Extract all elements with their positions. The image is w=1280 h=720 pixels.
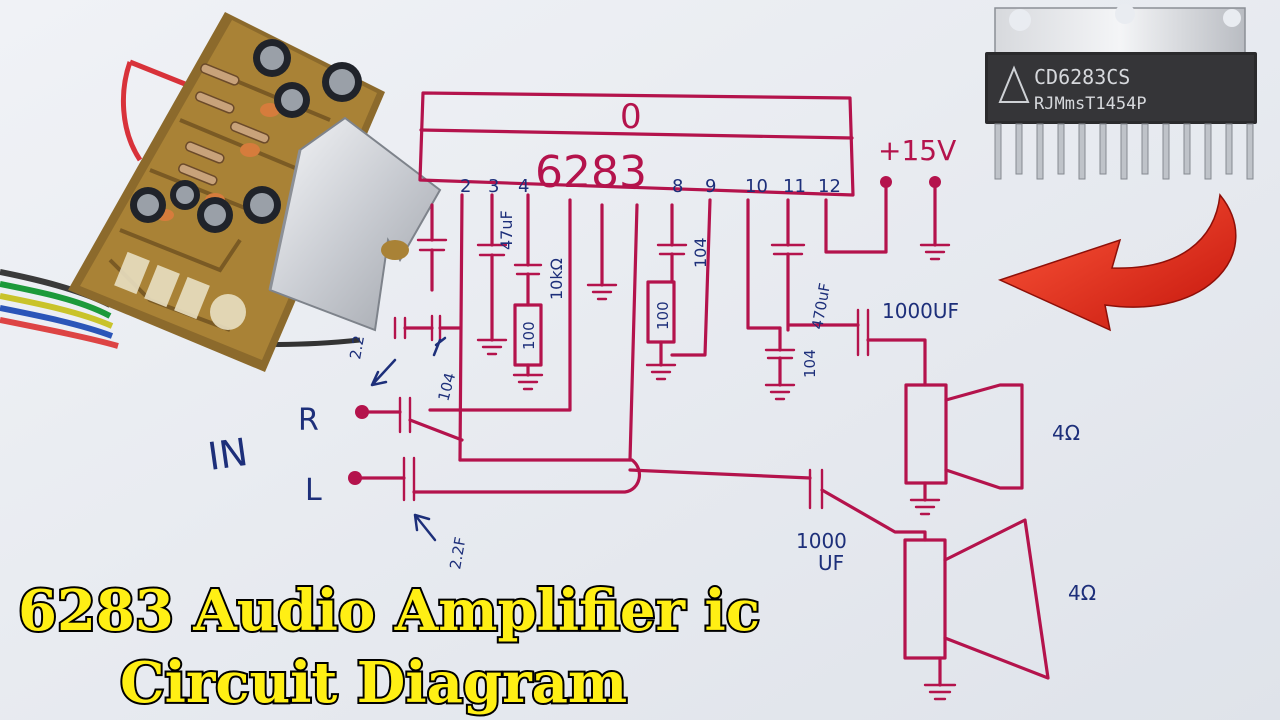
ic-notch: 0	[620, 97, 642, 137]
pin-label-10: 10	[745, 176, 768, 197]
pin-label-8: 8	[672, 176, 683, 197]
label-2u2-l: 2.2F	[446, 536, 469, 571]
chip-marking-line2: RJMmsT1454P	[1034, 94, 1147, 114]
input-label-in: IN	[205, 430, 250, 479]
pin-label-11: 11	[783, 176, 806, 197]
label-speaker-bottom: 4Ω	[1068, 581, 1096, 605]
red-curved-arrow	[997, 193, 1237, 332]
thumbnail-title: 6283 Audio Amplifier ic Circuit Diagram	[16, 576, 762, 718]
pin-label-3: 3	[488, 176, 499, 197]
title-line2: Circuit Diagram	[120, 650, 627, 716]
ic-6283-symbol: 0 6283	[418, 91, 855, 198]
ic-part-number: 6283	[535, 147, 647, 198]
label-47uf: 47uF	[497, 210, 516, 250]
power-supply-label: +15V	[878, 134, 956, 167]
label-1000uf-bottom-2: UF	[818, 551, 844, 575]
label-res-100-b: 100	[654, 301, 672, 330]
ic-chip-photo: CD6283CS RJMmsT1454P	[985, 4, 1257, 180]
input-arrows	[370, 336, 447, 542]
pcb-board-photo	[0, 12, 442, 372]
pin-label-12: 12	[818, 176, 841, 197]
component-labels: 47uF 10kΩ 100 104 100 470uF 104 104 2.2 …	[346, 210, 1096, 605]
pin-label-2: 2	[460, 176, 471, 197]
input-label-r: R	[298, 403, 319, 438]
label-104-b: 104	[801, 349, 819, 378]
label-1000uf-bottom-1: 1000	[796, 529, 847, 553]
schematic-wiring	[348, 176, 1050, 701]
label-10k: 10kΩ	[547, 258, 566, 300]
label-1000uf-top: 1000UF	[882, 299, 959, 323]
label-104-a: 104	[691, 237, 710, 268]
input-label-l: L	[305, 473, 322, 508]
pin-label-9: 9	[705, 176, 716, 197]
title-line1: 6283 Audio Amplifier ic	[18, 578, 760, 644]
chip-marking-line1: CD6283CS	[1034, 65, 1130, 89]
label-speaker-top: 4Ω	[1052, 421, 1080, 445]
label-2u2-r: 2.2	[346, 334, 368, 361]
label-res-100-a: 100	[520, 321, 538, 350]
pin-label-4: 4	[518, 176, 529, 197]
ic-pin-numbers: 2 3 4 8 9 10 11 12	[460, 176, 841, 197]
